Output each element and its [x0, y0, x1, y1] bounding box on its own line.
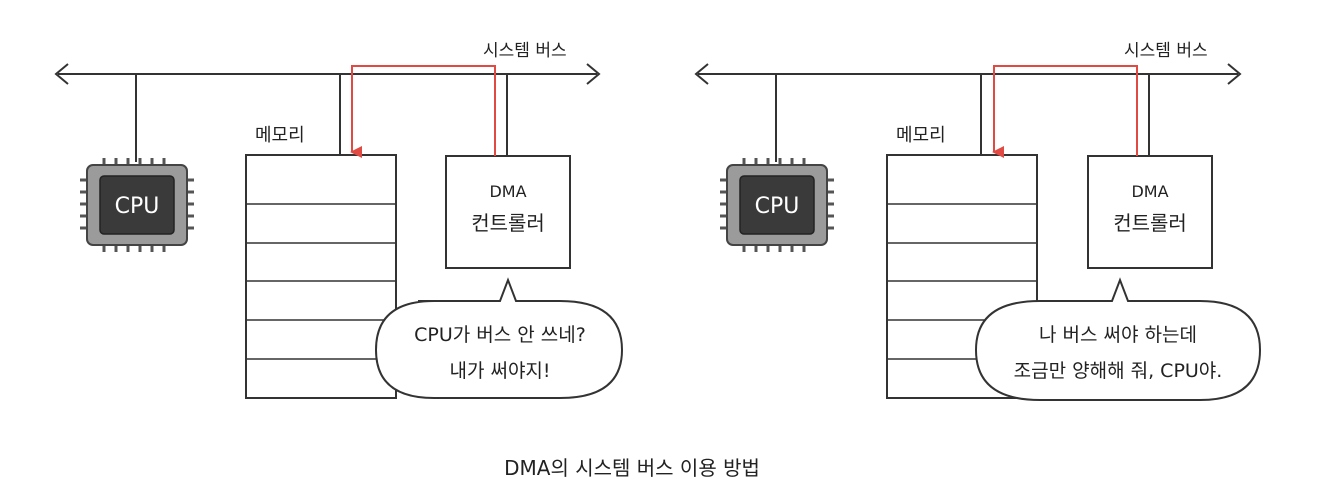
- bubble-line-2-right: 조금만 양해해 줘, CPU야.: [1014, 360, 1223, 382]
- memory-label-right: 메모리: [896, 125, 946, 146]
- bubble-line-2-left: 내가 써야지!: [449, 360, 550, 382]
- speech-bubble-right: 나 버스 써야 하는데 조금만 양해해 줘, CPU야.: [974, 277, 1262, 401]
- system-bus-right: [694, 63, 1242, 85]
- bubble-line-1-left: CPU가 버스 안 쓰네?: [414, 324, 586, 346]
- dma-label-left: DMA: [489, 182, 526, 201]
- dma-controller-right: DMA 컨트롤러: [1087, 155, 1213, 269]
- bubble-line-1-right: 나 버스 써야 하는데: [1039, 324, 1197, 346]
- system-bus-left: [54, 63, 601, 85]
- speech-bubble-left: CPU가 버스 안 쓰네? 내가 써야지!: [374, 277, 624, 399]
- bus-label-left: 시스템 버스: [483, 41, 567, 61]
- dma-path-arrow-left: [350, 65, 496, 158]
- controller-label-left: 컨트롤러: [471, 211, 545, 235]
- memory-label-left: 메모리: [255, 125, 305, 146]
- panel-left: 시스템 버스 CPU 메모리: [54, 41, 624, 399]
- cpu-label-left: CPU: [115, 194, 160, 219]
- figure-caption: DMA의 시스템 버스 이용 방법: [504, 456, 760, 480]
- panel-right: 시스템 버스 CPU 메모리: [694, 41, 1262, 401]
- cpu-label-right: CPU: [755, 194, 800, 219]
- dma-path-arrow-right: [992, 65, 1138, 158]
- cpu-chip-icon-right: CPU: [720, 158, 834, 252]
- memory-block-left: [245, 154, 397, 399]
- dma-controller-left: DMA 컨트롤러: [445, 155, 571, 269]
- bus-label-right: 시스템 버스: [1124, 41, 1208, 61]
- cpu-chip-icon-left: CPU: [80, 158, 194, 252]
- controller-label-right: 컨트롤러: [1113, 211, 1187, 235]
- dma-label-right: DMA: [1131, 182, 1168, 201]
